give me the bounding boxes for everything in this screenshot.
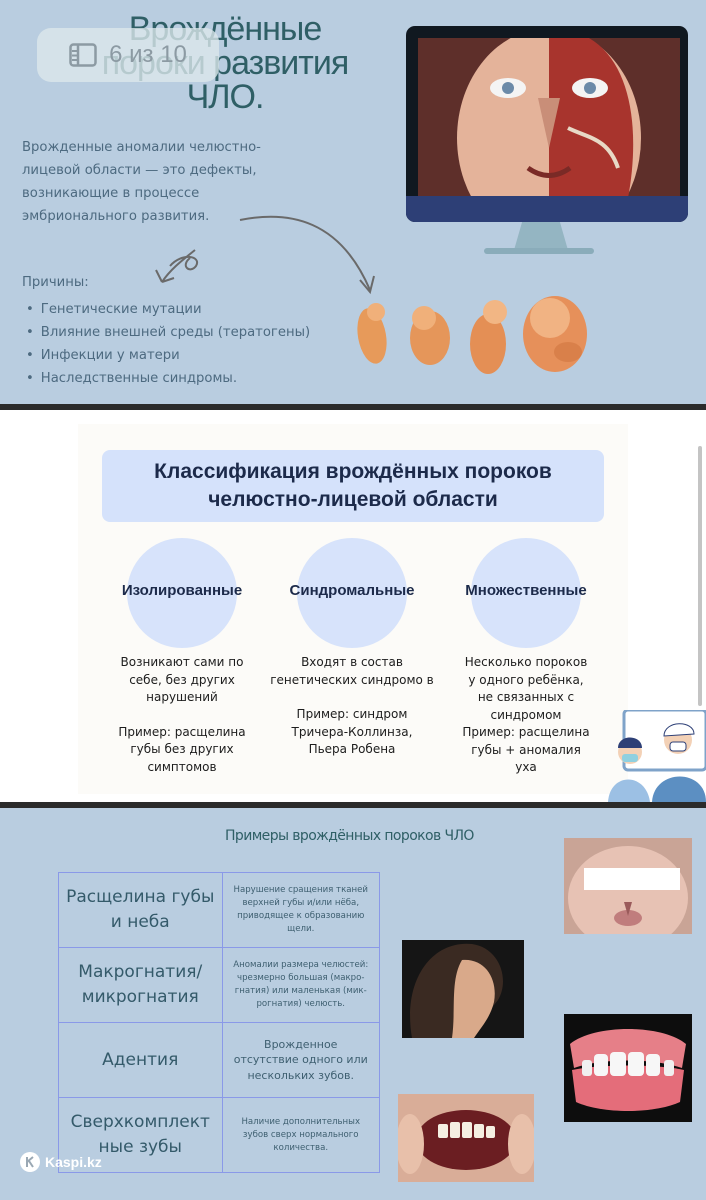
curved-arrow-decoration [155,215,375,295]
defects-table: Расщелина губы и неба Нарушение сращения… [58,872,380,1173]
table-row: Макрогнатия/ микрогнатия Аномалии размер… [58,947,380,1023]
category-title: Изолированные [121,582,243,599]
category-title: Синдромальные [289,582,415,599]
category-syndromic: Синдромальные Входят в состав генетическ… [262,538,442,759]
defect-description: Нарушение сращения тканей верхней губы и… [221,872,380,948]
category-multiple: Множественные Несколько пороков у одного… [436,538,616,777]
title-line-3: ЧЛО. [186,78,265,116]
denture-photo [564,1014,692,1122]
supernumerary-teeth-photo [398,1094,534,1182]
banner-line-2: челюстно-лицевой области [208,488,498,511]
category-example: Пример: синдром Тричера-Коллинза, Пьера … [291,707,413,756]
profile-photo [402,940,524,1038]
embryo-stages-illustration [357,296,587,374]
category-circle [127,538,237,648]
slide-3: Примеры врождённых пороков ЧЛО Расщелина… [0,808,706,1200]
banner-line-1: Классификация врождённых пороков [154,460,552,483]
kaspi-watermark-text: Kaspi.kz [45,1154,102,1170]
examples-title: Примеры врождённых пороков ЧЛО [225,828,474,844]
monitor-stand-base [484,248,594,254]
defect-description: Аномалии размера челюстей: чрезмерно бол… [221,947,380,1023]
cause-item: Наследственные синдромы. [26,367,310,390]
table-row: Расщелина губы и неба Нарушение сращения… [58,872,380,948]
slide-1-description: Врожденные аномалии челюстно-лицевой обл… [22,140,261,224]
slide-counter-text: 6 из 10 [109,41,187,68]
slides-icon [69,43,97,67]
monitor-illustration [406,26,688,226]
defect-name: Макрогнатия/ микрогнатия [58,947,223,1023]
cause-item: Влияние внешней среды (тератогены) [26,321,310,344]
kaspi-watermark: Kaspi.kz [20,1152,102,1172]
kaspi-logo-icon [20,1152,40,1172]
category-example: Пример: расщелина губы без других симпто… [118,724,246,774]
category-circle [297,538,407,648]
doctors-illustration [608,710,706,802]
slide-2: Классификация врождённых пороков челюстн… [0,410,706,802]
defect-name: Расщелина губы и неба [58,872,223,948]
defect-description: Наличие дополнительных зубов сверх норма… [221,1097,380,1173]
vertical-scrollbar[interactable] [698,446,702,706]
table-row: Сверхкомплект ные зубы Наличие дополните… [58,1097,380,1173]
classification-title-banner: Классификация врождённых пороков челюстн… [102,450,604,522]
defect-name: Сверхкомплект ные зубы [58,1097,223,1173]
causes-heading: Причины: [22,275,89,290]
defect-description: Врожденное отсутствие одного или несколь… [221,1022,380,1098]
category-description: Возникают сами по себе, без других наруш… [120,655,244,704]
slide-counter-badge[interactable]: 6 из 10 [37,28,219,82]
table-row: Адентия Врожденное отсутствие одного или… [58,1022,380,1098]
cleft-lip-photo [564,838,692,934]
cause-item: Инфекции у матери [26,344,310,367]
category-circle [471,538,581,648]
category-isolated: Изолированные Возникают сами по себе, бе… [92,538,272,776]
category-description: Входят в состав генетических синдромо в [270,655,434,687]
slide-1: Врождённые пороки развития ЧЛО. 6 из 10 … [0,0,706,404]
causes-list: Генетические мутации Влияние внешней сре… [26,298,310,390]
face-anatomy-image [418,38,680,198]
category-example: Пример: расщелина губы + аномалия уха [462,725,590,774]
category-title: Множественные [465,582,587,599]
category-description: Несколько пороков у одного ребёнка, не с… [464,655,588,722]
defect-name: Адентия [58,1022,223,1098]
cause-item: Генетические мутации [26,298,310,321]
monitor-stand [513,222,569,252]
